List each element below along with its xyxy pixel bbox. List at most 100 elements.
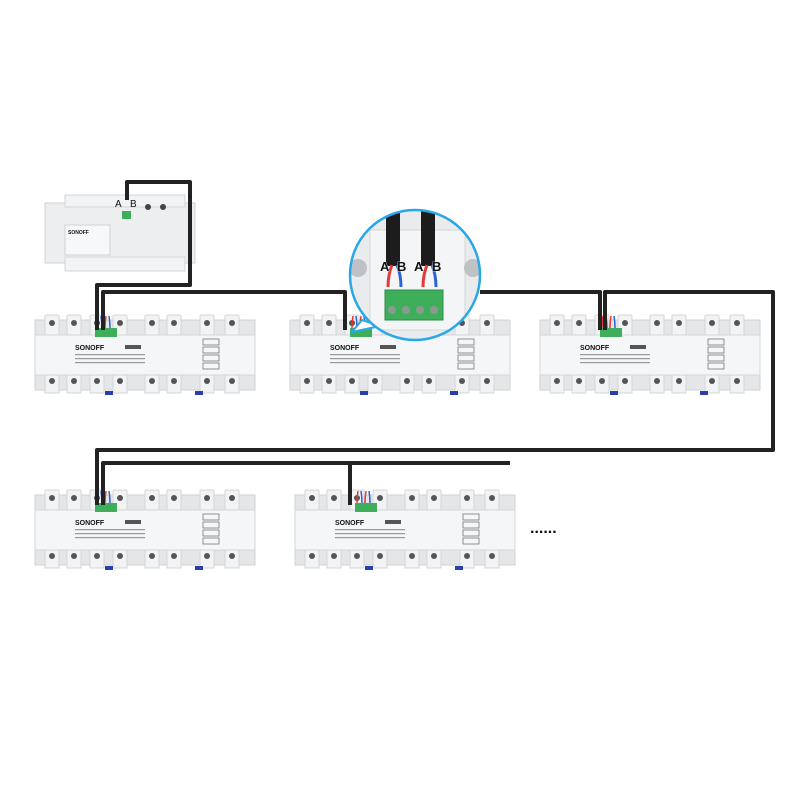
continuation-dots: ...... — [530, 520, 557, 537]
screw-icon — [117, 553, 123, 559]
brand-logo: SONOFF — [330, 345, 360, 352]
screw-icon — [484, 378, 490, 384]
screw-icon — [484, 320, 490, 326]
screw-icon — [309, 495, 315, 501]
screw-icon — [354, 553, 360, 559]
terminal-block — [95, 503, 117, 512]
screw-icon — [204, 553, 210, 559]
cable-module-1-to-module-2 — [101, 290, 347, 330]
screw-icon — [489, 553, 495, 559]
screw-icon — [229, 378, 235, 384]
rs485-cables — [95, 180, 775, 505]
screw-icon — [554, 378, 560, 384]
screw-icon — [171, 495, 177, 501]
screw-icon — [149, 553, 155, 559]
screw-icon — [709, 320, 715, 326]
terminal-label-a: A — [414, 259, 424, 274]
screw-icon — [576, 378, 582, 384]
wire-b — [108, 315, 111, 329]
wire-a — [364, 490, 367, 504]
screw-icon — [676, 320, 682, 326]
screw-icon — [229, 320, 235, 326]
screw-icon — [204, 495, 210, 501]
wire-a — [104, 315, 107, 329]
terminal-label-b: B — [397, 259, 406, 274]
brand-logo: SONOFF — [68, 230, 89, 236]
wire-a — [351, 315, 354, 329]
cable — [421, 210, 435, 266]
screw-icon — [464, 495, 470, 501]
terminal-block — [95, 328, 117, 337]
screw-icon — [171, 320, 177, 326]
screw-icon — [71, 378, 77, 384]
screw-icon — [71, 320, 77, 326]
screw-icon — [464, 259, 480, 277]
switch-module-5: SONOFF — [294, 489, 516, 570]
screw-icon — [431, 495, 437, 501]
screw-icon — [160, 204, 166, 210]
screw-icon — [654, 320, 660, 326]
wire-a — [356, 490, 359, 504]
screw-icon — [49, 495, 55, 501]
terminal-block — [384, 289, 444, 321]
screw-icon — [71, 495, 77, 501]
terminal-label-b: B — [432, 259, 441, 274]
screw-icon — [350, 259, 367, 277]
screw-icon — [49, 553, 55, 559]
screw-icon — [464, 553, 470, 559]
wire-a — [601, 315, 604, 329]
screw-icon — [331, 553, 337, 559]
screw-icon — [372, 378, 378, 384]
screw-icon — [326, 378, 332, 384]
screw-icon — [734, 320, 740, 326]
screw-icon — [409, 553, 415, 559]
screw-icon — [431, 553, 437, 559]
switch-module-4: SONOFF — [34, 489, 256, 570]
brand-logo: SONOFF — [75, 520, 105, 527]
terminal-block — [355, 503, 377, 512]
screw-icon — [326, 320, 332, 326]
screw-icon — [229, 553, 235, 559]
cable-row-2-bus — [101, 461, 510, 505]
screw-icon — [117, 495, 123, 501]
brand-logo: SONOFF — [75, 345, 105, 352]
screw-icon — [309, 553, 315, 559]
screw-icon — [304, 320, 310, 326]
screw-icon — [599, 378, 605, 384]
wire — [395, 264, 403, 288]
screw-icon — [145, 204, 151, 210]
screw-icon — [734, 378, 740, 384]
terminal-block — [122, 211, 131, 219]
screw-icon — [622, 320, 628, 326]
screw-icon — [622, 378, 628, 384]
callout-border — [348, 208, 482, 342]
screw-icon — [377, 553, 383, 559]
wire-b — [368, 490, 371, 504]
screw-icon — [149, 495, 155, 501]
screw-icon — [459, 378, 465, 384]
terminal-label-b: B — [130, 199, 137, 210]
wire-b — [360, 490, 363, 504]
screw-icon — [94, 378, 100, 384]
brand-logo: SONOFF — [580, 345, 610, 352]
screw-icon — [204, 378, 210, 384]
wire-b — [108, 490, 111, 504]
screw-icon — [676, 378, 682, 384]
screw-icon — [149, 320, 155, 326]
screw-icon — [49, 378, 55, 384]
screw-icon — [204, 320, 210, 326]
screw-icon — [331, 495, 337, 501]
terminal-label-a: A — [115, 199, 122, 210]
wire — [386, 264, 394, 288]
screw-icon — [229, 495, 235, 501]
cable-gateway-to-module-1 — [95, 180, 192, 330]
wire — [421, 264, 429, 288]
wire-b — [613, 315, 616, 329]
screw-icon — [117, 320, 123, 326]
screw-icon — [49, 320, 55, 326]
screw-icon — [409, 495, 415, 501]
screw-icon — [576, 320, 582, 326]
